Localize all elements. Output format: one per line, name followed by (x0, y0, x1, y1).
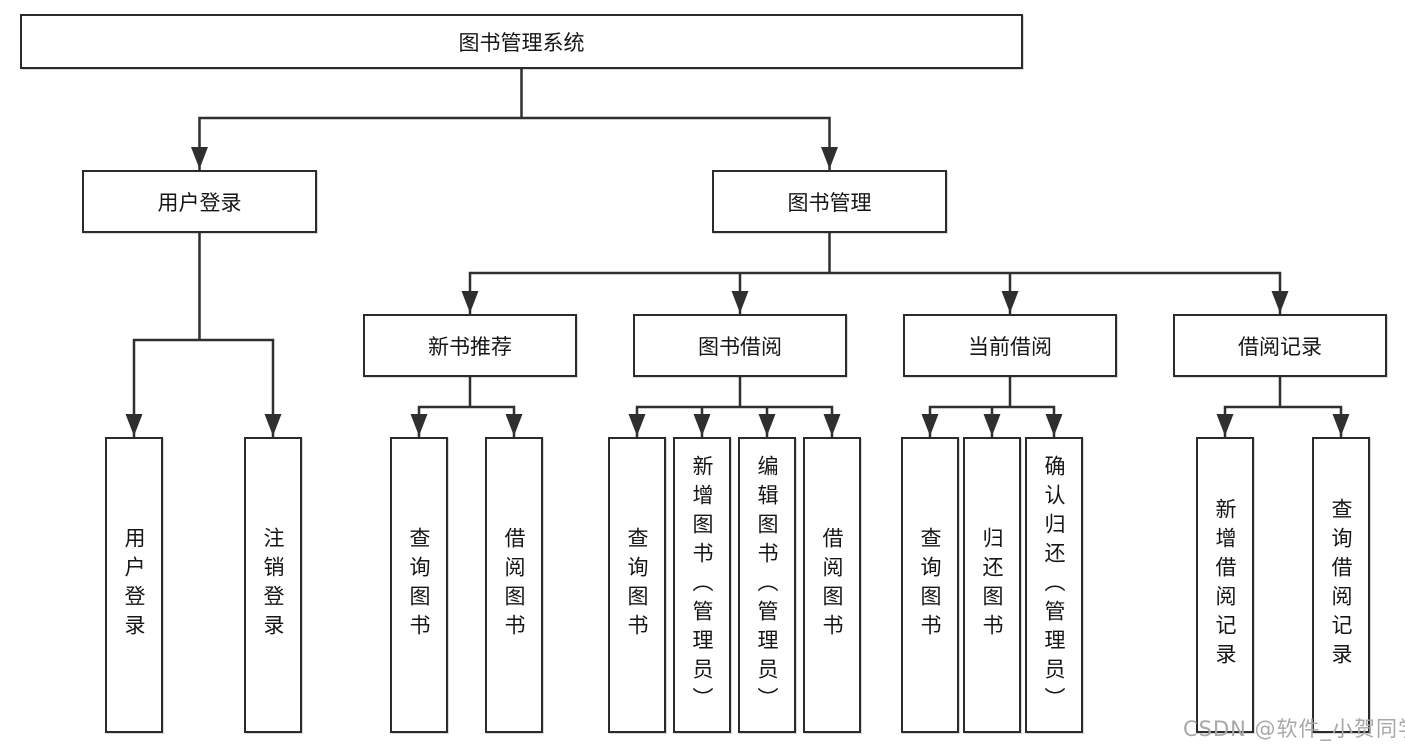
node-book-management: 图书管理 (712, 170, 947, 233)
leaf-confirm-return-admin: 确认归还（管理员） (1025, 437, 1083, 733)
arrowheads (125, 147, 1350, 436)
node-borrow-records: 借阅记录 (1173, 314, 1387, 377)
node-book-borrow: 图书借阅 (633, 314, 847, 377)
node-user-login: 用户登录 (82, 170, 317, 233)
connector-stems (132, 67, 1343, 438)
watermark: CSDN @软件_小贺同学 (1183, 717, 1405, 741)
leaf-add-books-admin: 新增图书（管理员） (673, 437, 731, 733)
leaf-query-borrow-record: 查询借阅记录 (1312, 437, 1370, 733)
leaf-return-books: 归还图书 (963, 437, 1021, 733)
leaf-add-borrow-record: 新增借阅记录 (1196, 437, 1254, 733)
leaf-edit-books-admin: 编辑图书（管理员） (738, 437, 796, 733)
node-root: 图书管理系统 (20, 14, 1023, 69)
leaf-current-query-books: 查询图书 (901, 437, 959, 733)
leaf-logout: 注销登录 (244, 437, 302, 733)
node-new-book-recommend: 新书推荐 (363, 314, 577, 377)
leaf-borrow-books: 借阅图书 (803, 437, 861, 733)
leaf-user-login: 用户登录 (105, 437, 163, 733)
node-current-borrow: 当前借阅 (903, 314, 1117, 377)
leaf-newbook-query-books: 查询图书 (390, 437, 448, 733)
leaf-newbook-borrow-books: 借阅图书 (485, 437, 543, 733)
leaf-borrow-query-books: 查询图书 (608, 437, 666, 733)
